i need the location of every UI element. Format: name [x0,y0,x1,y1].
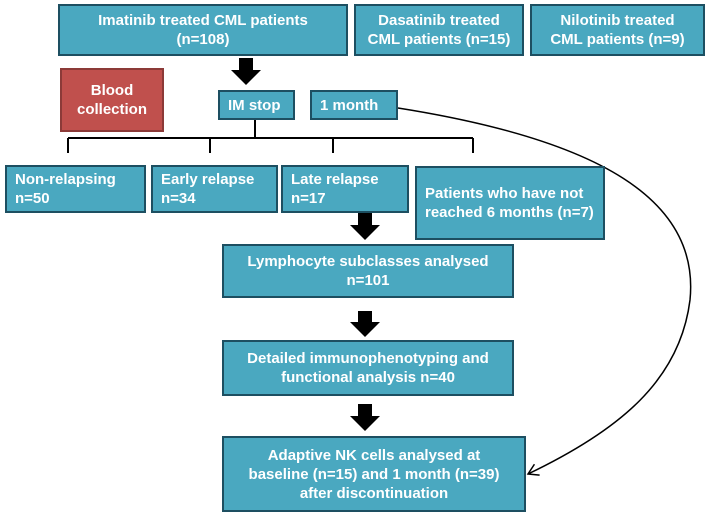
one-month-curve-arrow [397,107,692,476]
imatinib-box: Imatinib treated CML patients (n=108) [58,4,348,56]
one-month-box: 1 month [310,90,398,120]
group-bracket [67,120,474,153]
lymphocyte-subclasses-box: Lymphocyte subclasses analysed n=101 [222,244,514,298]
immunophenotyping-box: Detailed immunophenotyping and functiona… [222,340,514,396]
adaptive-nk-box: Adaptive NK cells analysed at baseline (… [222,436,526,512]
im-stop-box: IM stop [218,90,295,120]
not-reached-box: Patients who have not reached 6 months (… [415,166,605,240]
down-arrow-3 [350,311,380,337]
down-arrow-4 [350,404,380,431]
non-relapsing-box: Non-relapsing n=50 [5,165,146,213]
late-relapse-box: Late relapse n=17 [281,165,409,213]
down-arrow-1 [231,58,261,85]
dasatinib-box: Dasatinib treated CML patients (n=15) [354,4,524,56]
nilotinib-box: Nilotinib treated CML patients (n=9) [530,4,705,56]
early-relapse-box: Early relapse n=34 [151,165,278,213]
down-arrow-2 [350,213,380,240]
blood-collection-box: Blood collection [60,68,164,132]
